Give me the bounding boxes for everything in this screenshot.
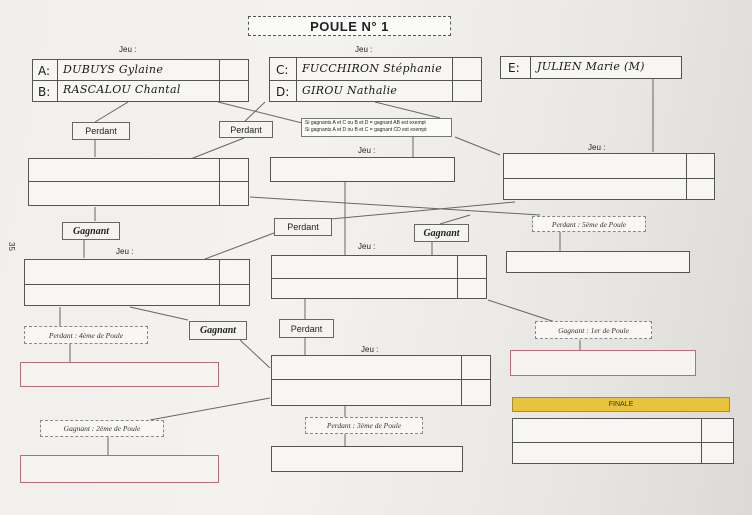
match-box bbox=[271, 355, 491, 406]
player-c-name: FUCCHIRON Stéphanie bbox=[302, 62, 443, 75]
loser-5th-label: Perdant : 5ème de Poule bbox=[532, 216, 646, 232]
player-b-name: RASCALOU Chantal bbox=[63, 83, 181, 96]
pool-title: POULE N° 1 bbox=[248, 16, 451, 36]
player-e-name: JULIEN Marie (M) bbox=[537, 60, 645, 73]
game-label: Jeu : bbox=[358, 242, 376, 251]
match-box bbox=[28, 158, 249, 206]
game-label: Jeu : bbox=[119, 45, 137, 54]
game-label: Jeu : bbox=[355, 45, 373, 54]
player-c-letter: C: bbox=[276, 63, 289, 77]
exemption-note: Si gagnants A et C ou B et D = gagnant A… bbox=[301, 118, 452, 137]
result-3rd-box bbox=[271, 446, 463, 472]
game-label: Jeu : bbox=[588, 143, 606, 152]
exemption-note-line: Si gagnants A et D ou B et C = gagnant C… bbox=[305, 126, 427, 133]
loser-label: Perdant bbox=[219, 121, 273, 138]
winner-label: Gagnant bbox=[414, 224, 469, 242]
game-label: Jeu : bbox=[358, 146, 376, 155]
loser-4th-label: Perdant : 4ème de Poule bbox=[24, 326, 148, 344]
winner-label: Gagnant bbox=[189, 321, 247, 340]
player-e-letter: E: bbox=[508, 61, 520, 75]
player-a-letter: A: bbox=[38, 64, 51, 78]
winner-1st-label: Gagnant : 1er de Poule bbox=[535, 321, 652, 339]
result-5th-box bbox=[506, 251, 690, 273]
winner-2nd-label: Gagnant : 2ème de Poule bbox=[40, 420, 164, 437]
winner-label: Gagnant bbox=[62, 222, 120, 240]
match-box bbox=[24, 259, 250, 306]
game-label: Jeu : bbox=[361, 345, 379, 354]
player-e-box: E: JULIEN Marie (M) bbox=[500, 56, 682, 79]
loser-label: Perdant bbox=[274, 218, 332, 236]
player-d-letter: D: bbox=[276, 85, 290, 99]
player-a-name: DUBUYS Gylaine bbox=[63, 63, 164, 76]
player-d-name: GIROU Nathalie bbox=[302, 84, 398, 97]
loser-3rd-label: Perdant : 3ème de Poule bbox=[305, 417, 423, 434]
finale-match-box bbox=[512, 418, 734, 464]
match-box bbox=[270, 157, 455, 182]
result-1st-box bbox=[510, 350, 696, 376]
loser-label: Perdant bbox=[72, 122, 130, 140]
game-label: Jeu : bbox=[116, 247, 134, 256]
match-box bbox=[271, 255, 487, 299]
match-cd-box: C: FUCCHIRON Stéphanie D: GIROU Nathalie bbox=[269, 57, 482, 102]
loser-label: Perdant bbox=[279, 319, 334, 338]
finale-banner: FINALE bbox=[512, 397, 730, 412]
player-b-letter: B: bbox=[38, 85, 51, 99]
result-2nd-box bbox=[20, 455, 219, 483]
match-box bbox=[503, 153, 715, 200]
result-4th-box bbox=[20, 362, 219, 387]
match-ab-box: A: DUBUYS Gylaine B: RASCALOU Chantal bbox=[32, 59, 249, 102]
exemption-note-line: Si gagnants A et C ou B et D = gagnant A… bbox=[305, 120, 426, 126]
page-number: 35 bbox=[6, 242, 16, 251]
